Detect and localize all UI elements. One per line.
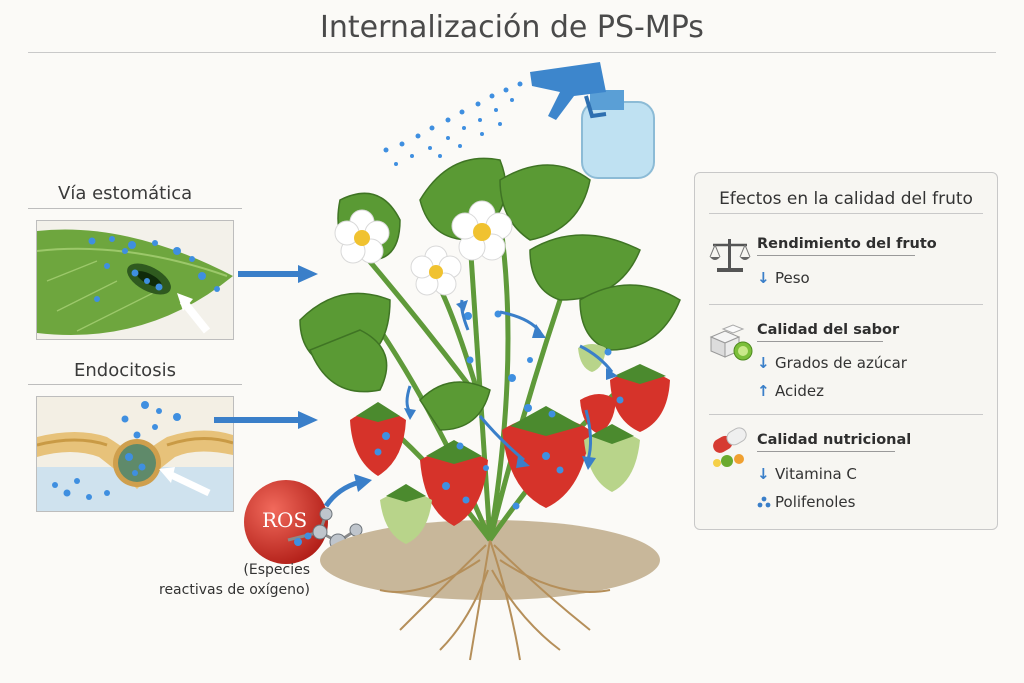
endocytosis-thumbnail — [36, 396, 234, 512]
fruit-quality-effects-panel: Efectos en la calidad del fruto Rendimie… — [694, 172, 998, 530]
section-divider-2 — [709, 414, 983, 415]
strawberry-plant-illustration — [299, 62, 681, 661]
stomatal-rule — [28, 208, 242, 209]
down-arrow-icon: ↓ — [757, 465, 770, 483]
endocytosis-arrow — [214, 411, 318, 429]
effect-item-vitamin-c: ↓Vitamina C — [757, 465, 857, 483]
ros-caption: (Especies reactivas de oxígeno) — [150, 560, 310, 600]
ros-caption-line2: reactivas de oxígeno) — [159, 582, 310, 598]
dots-icon — [757, 496, 771, 508]
effect-item-sugar: ↓Grados de azúcar — [757, 354, 907, 372]
section-title-flavor-underline — [757, 341, 883, 342]
section-title-flavor: Calidad del sabor — [757, 322, 900, 338]
sugar-lime-icon — [709, 324, 753, 361]
down-arrow-icon: ↓ — [757, 269, 770, 287]
roots — [379, 539, 611, 661]
page-title: Internalización de PS-MPs — [320, 10, 704, 45]
endocytosis-rule — [28, 384, 242, 385]
spray-bottle-icon — [530, 62, 655, 179]
section-title-yield-underline — [757, 255, 915, 256]
ros-caption-line1: (Especies — [243, 562, 310, 578]
effects-heading-divider — [709, 213, 983, 214]
effects-heading: Efectos en la calidad del fruto — [719, 189, 973, 209]
stomatal-thumbnail — [36, 220, 234, 340]
microplastic-particles — [88, 236, 220, 302]
section-title-nutrition: Calidad nutricional — [757, 432, 912, 448]
effect-item-acidity: ↑Acidez — [757, 382, 825, 400]
spray-mist — [383, 81, 523, 166]
up-arrow-icon: ↑ — [757, 382, 770, 400]
title-divider — [28, 52, 996, 53]
capsule-icon — [713, 427, 747, 467]
ros-label: ROS — [262, 508, 308, 532]
section-divider-1 — [709, 304, 983, 305]
effect-item-polyphenols: Polifenoles — [757, 493, 855, 511]
stomatal-pathway-label: Vía estomática — [58, 183, 193, 204]
down-arrow-icon: ↓ — [757, 354, 770, 372]
strawberry-flowers — [334, 200, 513, 296]
scale-icon — [709, 239, 751, 272]
section-title-yield: Rendimiento del fruto — [757, 236, 937, 252]
section-title-nutrition-underline — [757, 451, 895, 452]
plant-microplastic-particles — [374, 310, 624, 510]
effect-item-weight: ↓Peso — [757, 269, 810, 287]
stomatal-arrow — [238, 265, 318, 283]
endocytosis-label: Endocitosis — [74, 360, 176, 381]
